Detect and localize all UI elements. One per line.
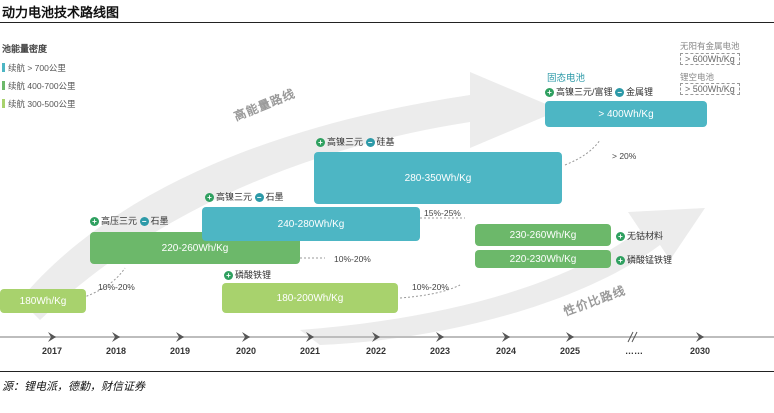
minus-icon: − xyxy=(254,193,264,202)
label-solid-state: 固态电池 xyxy=(547,73,586,84)
tick-arrow-icon xyxy=(242,332,250,342)
plus-icon: + xyxy=(616,232,625,241)
anode-text: 金属锂 xyxy=(626,87,654,97)
legend-swatch xyxy=(2,81,5,90)
tick-arrow-icon xyxy=(566,332,574,342)
box-180-200: 180-200Wh/Kg xyxy=(222,283,398,313)
box-180: 180Wh/Kg xyxy=(0,289,86,313)
axis-break-icon xyxy=(627,331,634,343)
connector-4 xyxy=(564,139,601,166)
legend-swatch xyxy=(2,99,5,108)
tick-arrow-icon xyxy=(372,332,380,342)
tick-arrow-icon xyxy=(502,332,510,342)
tick-arrow-icon xyxy=(176,332,184,342)
timeline-axis xyxy=(0,331,774,343)
page-title: 动力电池技术路线图 xyxy=(2,5,120,20)
year-label: 2020 xyxy=(235,346,257,356)
minus-icon: − xyxy=(615,88,625,97)
plus-icon: + xyxy=(545,88,554,97)
year-label: 2024 xyxy=(495,346,517,356)
box-280-350: 280-350Wh/Kg xyxy=(314,152,562,204)
label-hn-ternary-2: +高镍三元 −硅基 xyxy=(316,135,395,148)
legend-label: 续航 300-500公里 xyxy=(8,99,76,109)
pct-1: 10%-20% xyxy=(98,282,135,292)
year-label: …… xyxy=(625,346,643,356)
pct-5: 10%-20% xyxy=(412,282,449,292)
label-lfp: +磷酸铁锂 xyxy=(224,268,271,281)
anode-text: 硅基 xyxy=(376,137,395,147)
legend-item-lgreen: 续航 300-500公里 xyxy=(2,98,76,110)
plus-icon: + xyxy=(316,138,325,147)
title-rule xyxy=(0,22,774,23)
plus-icon: + xyxy=(205,193,214,202)
pct-4: > 20% xyxy=(612,151,637,161)
year-label: 2017 xyxy=(41,346,63,356)
legend-label: 续航 400-700公里 xyxy=(8,81,76,91)
box-240-280: 240-280Wh/Kg xyxy=(202,207,420,241)
tick-arrow-icon xyxy=(696,332,704,342)
connector-5 xyxy=(399,284,461,299)
source-note: 源：锂电派，德勤，财信证券 xyxy=(2,381,145,393)
legend-item-blue: 续航 > 700公里 xyxy=(2,62,66,74)
tick-arrow-icon xyxy=(112,332,120,342)
cathode-text: 高镍三元 xyxy=(327,137,364,147)
box-220-230: 220-230Wh/Kg xyxy=(475,250,611,268)
high-energy-arrow xyxy=(20,72,560,320)
tick-arrow-icon xyxy=(306,332,314,342)
label-hn-rich: +高镍三元/富锂 −金属锂 xyxy=(545,85,653,98)
cathode-text: 无钴材料 xyxy=(627,231,664,241)
label-cobalt-free: +无钴材料 xyxy=(616,229,663,242)
cathode-text: 高镍三元/富锂 xyxy=(556,87,613,97)
footer-rule xyxy=(0,371,774,372)
minus-icon: − xyxy=(365,138,375,147)
legend-swatch xyxy=(2,63,5,72)
future-anode-free-label: 无阳有金属电池 xyxy=(680,41,740,51)
year-label: 2023 xyxy=(429,346,451,356)
cathode-text: 高镍三元 xyxy=(216,192,253,202)
cost-performance-arrow xyxy=(300,208,705,345)
year-label: 2021 xyxy=(299,346,321,356)
cathode-text: 高压三元 xyxy=(101,216,138,226)
legend-item-dgreen: 续航 400-700公里 xyxy=(2,80,76,92)
tick-arrow-icon xyxy=(436,332,444,342)
legend-label: 续航 > 700公里 xyxy=(8,63,66,73)
year-label: 2022 xyxy=(365,346,387,356)
year-label: 2018 xyxy=(105,346,127,356)
year-label: 2019 xyxy=(169,346,191,356)
box-400: > 400Wh/Kg xyxy=(545,101,707,127)
future-li-air-label: 锂空电池 xyxy=(680,72,715,82)
box-230-260: 230-260Wh/Kg xyxy=(475,224,611,246)
label-lmfp: +磷酸锰铁锂 xyxy=(616,253,672,266)
plus-icon: + xyxy=(224,271,233,280)
plus-icon: + xyxy=(90,217,99,226)
cathode-text: 磷酸铁锂 xyxy=(235,270,272,280)
anode-text: 石墨 xyxy=(265,192,284,202)
label-hn-ternary-1: +高镍三元 −石墨 xyxy=(205,190,284,203)
cathode-text: 磷酸锰铁锂 xyxy=(627,255,673,265)
minus-icon: − xyxy=(139,217,149,226)
future-anode-free-value: > 600Wh/Kg xyxy=(680,53,740,65)
year-label: 2030 xyxy=(689,346,711,356)
pct-3: 15%-25% xyxy=(424,208,461,218)
axis-break-icon xyxy=(631,331,638,343)
future-li-air-value: > 500Wh/Kg xyxy=(680,83,740,95)
plus-icon: + xyxy=(616,256,625,265)
anode-text: 石墨 xyxy=(150,216,169,226)
label-hv-ternary: +高压三元 −石墨 xyxy=(90,214,169,227)
tick-arrow-icon xyxy=(48,332,56,342)
year-label: 2025 xyxy=(559,346,581,356)
pct-2: 10%-20% xyxy=(334,254,371,264)
legend-title: 池能量密度 xyxy=(2,44,48,54)
